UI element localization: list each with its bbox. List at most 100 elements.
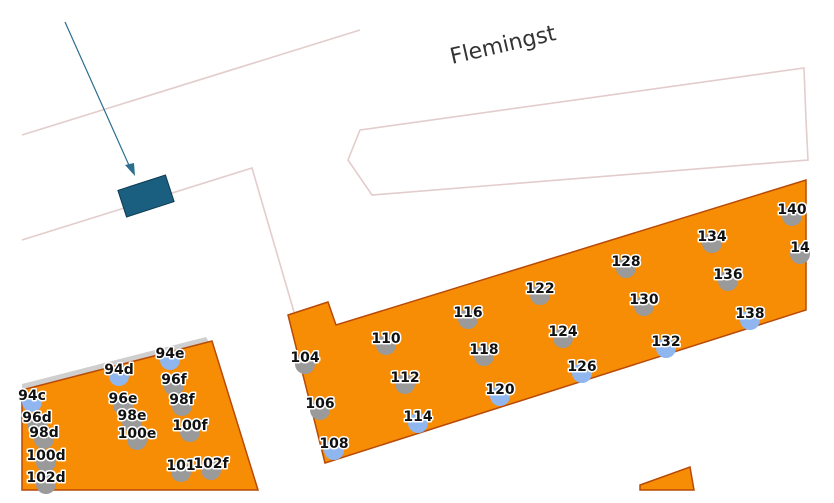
address-marker[interactable]: 110 [370, 330, 402, 355]
address-marker[interactable]: 101 [165, 457, 197, 482]
address-label: 124 [548, 324, 577, 340]
address-marker[interactable]: 134 [696, 228, 728, 253]
address-label: 98f [169, 392, 195, 408]
address-marker[interactable]: 100f [171, 417, 210, 442]
selection-pointer [64, 21, 135, 176]
building-left[interactable] [21, 340, 260, 491]
address-label: 116 [453, 305, 482, 321]
buildings [21, 178, 807, 491]
address-dot [180, 422, 200, 442]
address-dot [36, 452, 56, 472]
address-dot [164, 376, 184, 396]
address-label: 94e [156, 346, 185, 362]
address-dot [490, 386, 510, 406]
address-label: 94c [18, 388, 46, 404]
address-label: 110 [371, 331, 400, 347]
address-dot [376, 335, 396, 355]
building-main[interactable] [287, 178, 807, 464]
address-dot [395, 374, 415, 394]
address-label: 130 [629, 292, 658, 308]
address-marker[interactable]: 14 [789, 239, 811, 264]
median-island [347, 67, 809, 196]
address-marker[interactable]: 98e [116, 407, 148, 432]
road-outlines [21, 29, 809, 313]
address-dot [782, 206, 802, 226]
address-marker[interactable]: 106 [304, 395, 336, 420]
address-dot [553, 328, 573, 348]
address-marker[interactable]: 96d [21, 409, 53, 434]
address-dot [458, 309, 478, 329]
address-label: 96e [109, 391, 138, 407]
address-marker[interactable]: 138 [734, 305, 766, 330]
address-label: 102d [26, 470, 65, 486]
address-marker[interactable]: 96f [160, 371, 189, 396]
address-dot [474, 346, 494, 366]
address-label: 100e [118, 426, 157, 442]
address-label: 101 [166, 458, 195, 474]
address-label: 108 [319, 436, 348, 452]
address-marker[interactable]: 98d [28, 424, 60, 449]
address-dot [310, 400, 330, 420]
address-label: 96d [22, 410, 52, 426]
address-marker[interactable]: 112 [389, 369, 421, 394]
address-dot [160, 350, 180, 370]
address-markers: 140 14 134 136 128 130 138 122 124 132 116 118 126 11… [17, 201, 811, 494]
address-marker[interactable]: 140 [776, 201, 808, 226]
street-name-label: Flemingst [448, 21, 559, 70]
address-marker[interactable]: 102d [25, 469, 67, 494]
address-marker[interactable]: 104 [289, 349, 321, 374]
address-dot [113, 395, 133, 415]
address-marker[interactable]: 94d [103, 361, 135, 386]
address-marker[interactable]: 122 [524, 280, 556, 305]
building-bottom[interactable] [639, 465, 695, 491]
address-marker[interactable]: 120 [484, 381, 516, 406]
address-label: 96f [161, 372, 187, 388]
address-marker[interactable]: 94c [17, 387, 47, 412]
address-marker[interactable]: 132 [650, 333, 682, 358]
address-marker[interactable]: 114 [402, 408, 434, 433]
address-marker[interactable]: 100e [116, 425, 158, 450]
address-dot [122, 412, 142, 432]
address-label: 140 [777, 202, 806, 218]
address-label: 120 [485, 382, 514, 398]
address-marker[interactable]: 98f [168, 391, 197, 416]
address-label: 98d [29, 425, 59, 441]
address-label: 94d [104, 362, 134, 378]
address-label: 122 [525, 281, 554, 297]
address-marker[interactable]: 116 [452, 304, 484, 329]
address-marker[interactable]: 96e [107, 390, 139, 415]
address-dot [27, 414, 47, 434]
address-marker[interactable]: 126 [566, 358, 598, 383]
selected-location-marker[interactable] [117, 174, 175, 218]
address-label: 132 [651, 334, 680, 350]
pointer-arrowhead [125, 163, 135, 176]
address-label: 14 [790, 240, 810, 256]
address-marker[interactable]: 130 [628, 291, 660, 316]
address-dot [109, 366, 129, 386]
address-dot [740, 310, 760, 330]
address-marker[interactable]: 118 [468, 341, 500, 366]
address-marker[interactable]: 136 [712, 266, 744, 291]
address-marker[interactable]: 128 [610, 253, 642, 278]
address-label: 128 [611, 254, 640, 270]
address-label: 98e [118, 408, 147, 424]
address-dot [324, 440, 344, 460]
address-marker[interactable]: 108 [318, 435, 350, 460]
address-marker[interactable]: 102f [192, 455, 231, 480]
address-label: 138 [735, 306, 764, 322]
address-label: 134 [697, 229, 726, 245]
address-dot [171, 462, 191, 482]
address-marker[interactable]: 124 [547, 323, 579, 348]
address-label: 126 [567, 359, 596, 375]
address-label: 136 [713, 267, 742, 283]
address-label: 112 [390, 370, 419, 386]
road-edge-south [21, 166, 295, 313]
address-label: 100d [26, 448, 65, 464]
address-marker[interactable]: 94e [154, 345, 186, 370]
address-dot [718, 271, 738, 291]
address-marker[interactable]: 100d [25, 447, 67, 472]
pointer-line [64, 21, 133, 173]
address-dot [36, 474, 56, 494]
